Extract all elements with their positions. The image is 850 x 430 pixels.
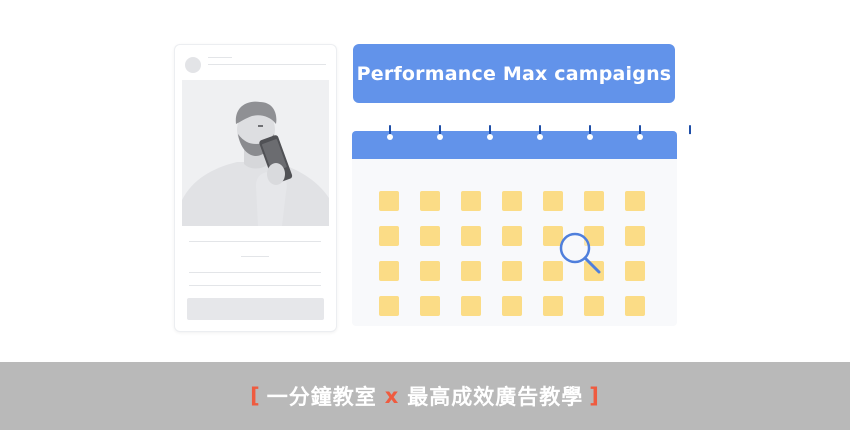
calendar-day-cell: [543, 226, 563, 246]
calendar-ring: [637, 125, 643, 153]
calendar-ring: [687, 125, 693, 153]
calendar-day-cell: [379, 226, 399, 246]
calendar-day-cell: [420, 296, 440, 316]
calendar-day-cell: [625, 191, 645, 211]
calendar-day-cell: [502, 261, 522, 281]
caption-close-bracket: ]: [589, 384, 600, 408]
post-text-line-1: [189, 241, 321, 242]
post-text-line-3: [189, 272, 321, 273]
calendar-day-cell: [543, 261, 563, 281]
calendar-day-cell: [461, 226, 481, 246]
caption-separator: x: [384, 384, 400, 408]
calendar-illustration: [352, 125, 693, 326]
illustration-scene: Performance Max campaigns: [174, 44, 693, 332]
calendar-day-cell: [420, 261, 440, 281]
person-with-phone-illustration: [182, 101, 329, 226]
calendar-day-cell: [584, 261, 604, 281]
post-header-subline: [208, 57, 232, 58]
avatar: [185, 57, 201, 73]
phone-post-mockup: [174, 44, 337, 332]
caption-text-part2: 最高成效廣告教學: [407, 385, 584, 409]
calendar-day-cell: [461, 261, 481, 281]
calendar-day-cell: [584, 191, 604, 211]
calendar-header: [352, 131, 677, 159]
magnifying-glass-icon: [559, 232, 601, 274]
calendar-ring: [587, 125, 593, 153]
calendar-day-cell: [625, 226, 645, 246]
calendar-day-cell: [625, 261, 645, 281]
calendar-ring: [387, 125, 393, 153]
post-header-line: [208, 64, 326, 65]
calendar-ring: [537, 125, 543, 153]
calendar-day-cell: [379, 191, 399, 211]
calendar-ring: [437, 125, 443, 153]
post-photo: [182, 80, 329, 226]
caption-text-part1: 一分鐘教室: [266, 385, 377, 409]
calendar-day-cell: [584, 226, 604, 246]
calendar-day-cell: [625, 296, 645, 316]
post-text-line-2: [241, 256, 269, 257]
caption-bar: [ 一分鐘教室 x 最高成效廣告教學 ]: [0, 362, 850, 430]
post-text-line-4: [189, 285, 321, 286]
post-cta-bar: [187, 298, 324, 320]
calendar-day-cell: [584, 296, 604, 316]
campaign-title-banner: Performance Max campaigns: [353, 44, 675, 103]
calendar-day-cell: [543, 191, 563, 211]
calendar-day-cell: [543, 296, 563, 316]
calendar-day-cell: [461, 191, 481, 211]
calendar-day-cell: [420, 226, 440, 246]
calendar-day-cell: [461, 296, 481, 316]
calendar-day-cell: [502, 191, 522, 211]
calendar-day-cell: [379, 261, 399, 281]
calendar-ring: [487, 125, 493, 153]
calendar-day-cell: [502, 226, 522, 246]
caption-open-bracket: [: [250, 384, 261, 408]
calendar-day-cell: [502, 296, 522, 316]
calendar-day-cell: [379, 296, 399, 316]
calendar-day-cell: [420, 191, 440, 211]
